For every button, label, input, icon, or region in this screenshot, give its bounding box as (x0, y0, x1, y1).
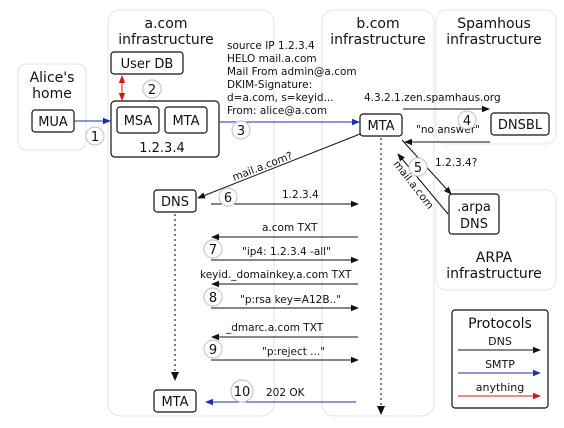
spf-answer-label: "ip4: 1.2.3.4 -all" (242, 246, 331, 258)
b-mta-lifeline-arrowhead (377, 406, 385, 415)
step-3: 3 (231, 120, 251, 140)
svg-text:2: 2 (148, 83, 156, 98)
dnsbl-box (490, 112, 550, 136)
forward-answer-label: 1.2.3.4 (282, 189, 319, 201)
legend-title: Protocols (468, 316, 532, 332)
step-6: 6 (218, 187, 238, 207)
mua-label: MUA (38, 115, 68, 130)
smtp-header-line-3: Mail From admin@a.com (227, 66, 357, 78)
smtp-header-line-5: d=a.com, s=keyid... (227, 92, 334, 104)
reverse-query-label: 1.2.3.4? (435, 157, 477, 169)
arpa-title-2: infrastructure (446, 266, 542, 282)
b-infra-title-2: infrastructure (330, 32, 426, 48)
a-ip-label: 1.2.3.4 (139, 141, 184, 156)
arrow-reverse-answer (397, 153, 449, 215)
dkim-answer-label: "p:rsa key=A12B.." (240, 294, 341, 306)
a-dns-lifeline-arrowhead (171, 372, 179, 381)
dkim-query-label: keyid._domainkey.a.com TXT (200, 269, 352, 281)
dnsbl-label: DNSBL (498, 118, 543, 133)
spf-query-label: a.com TXT (262, 222, 318, 234)
msa-label: MSA (124, 114, 153, 129)
a-infra-title-2: infrastructure (118, 32, 214, 48)
a-mta-box (164, 106, 208, 134)
legend-dns-label: DNS (488, 335, 512, 348)
b-infra-title-1: b.com (356, 16, 399, 32)
svg-text:10: 10 (234, 385, 251, 400)
user-db-label: User DB (121, 57, 174, 72)
arpa-title-1: ARPA (476, 250, 513, 266)
step-1: 1 (85, 126, 105, 146)
step-4: 4 (457, 110, 477, 130)
svg-text:1: 1 (91, 130, 99, 145)
smtp-header-line-1: source IP 1.2.3.4 (227, 40, 315, 52)
smtp-header-line-2: HELO mail.a.com (227, 53, 317, 65)
legend-smtp-label: SMTP (485, 358, 515, 371)
svg-text:9: 9 (209, 343, 217, 358)
svg-text:4: 4 (463, 114, 471, 129)
arpa-dns-box (448, 193, 500, 235)
arpa-dns-label-1: .arpa (457, 200, 491, 215)
step-8: 8 (203, 287, 223, 307)
a-dns-label: DNS (161, 195, 189, 210)
svg-text:3: 3 (237, 124, 245, 139)
svg-text:7: 7 (209, 243, 217, 258)
alice-home-title-2: home (32, 86, 72, 102)
smtp-header-line-6: From: alice@a.com (227, 105, 327, 117)
spamhaus-title-2: infrastructure (446, 32, 542, 48)
a-infra-title-1: a.com (145, 16, 188, 32)
svg-text:5: 5 (414, 161, 422, 176)
arpa-dns-label-2: DNS (460, 217, 488, 232)
msa-box (116, 106, 160, 134)
step-7: 7 (203, 239, 223, 259)
b-mta-box (359, 113, 403, 137)
b-infra-region (321, 9, 435, 417)
spamhaus-query-label: 4.3.2.1.zen.spamhaus.org (364, 92, 501, 104)
spamhaus-title-1: Spamhous (457, 16, 531, 32)
legend-box (451, 309, 549, 409)
step-9: 9 (203, 339, 223, 359)
user-db-box (110, 51, 184, 75)
arrow-forward-query (197, 133, 361, 199)
a-mta-bottom-box (153, 389, 197, 413)
step-2: 2 (142, 79, 162, 99)
step-5: 5 (408, 157, 428, 177)
a-dns-box (153, 189, 197, 213)
ok-label: 202 OK (266, 387, 306, 399)
alice-home-title-1: Alice's (30, 70, 75, 86)
dmarc-query-label: _dmarc.a.com TXT (225, 322, 324, 334)
a-mta-label: MTA (172, 114, 199, 129)
b-mta-label: MTA (367, 119, 394, 134)
a-mta-bottom-label: MTA (161, 395, 188, 410)
step-10: 10 (230, 379, 254, 403)
svg-text:8: 8 (209, 291, 217, 306)
svg-text:6: 6 (224, 191, 232, 206)
legend-anything-label: anything (476, 381, 525, 394)
dmarc-answer-label: "p:reject ..." (262, 346, 325, 358)
smtp-header-line-4: DKIM-Signature: (227, 79, 312, 91)
